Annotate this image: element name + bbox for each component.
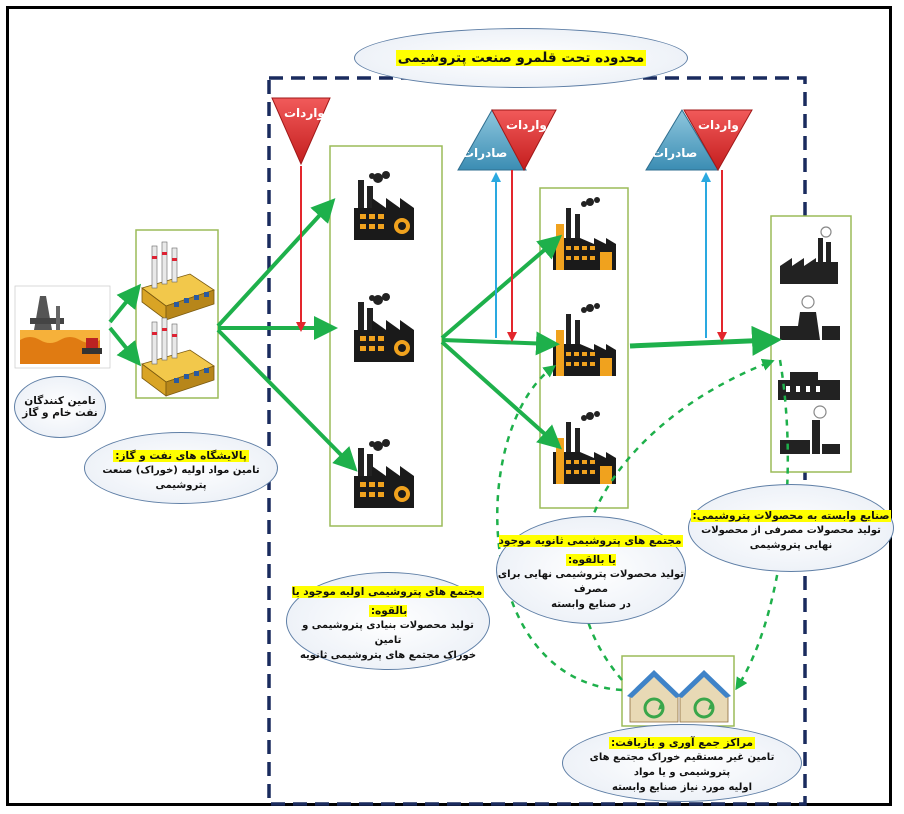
- supplier-line2: نفت خام و گاز: [22, 407, 98, 419]
- export-label-1: صادرات: [462, 146, 508, 160]
- import-arrows: [296, 166, 727, 342]
- industry-icon-2: [780, 295, 840, 340]
- industrial-plant-icon: [550, 300, 620, 378]
- import-label-2: واردات: [506, 118, 547, 132]
- supplier-ellipse: تامین کنندگان نفت خام و گاز: [14, 376, 106, 438]
- flow-arrows: [108, 198, 782, 472]
- dependent-ellipse: صنایع وابسته به محصولات پتروشیمی: تولید …: [688, 484, 894, 572]
- refinery-text: تامین مواد اولیه (خوراک) صنعت پتروشیمی: [102, 464, 260, 491]
- primary-ellipse: مجتمع های پتروشیمی اولیه موجود یا بالقوه…: [286, 572, 490, 670]
- primary-heading: مجتمع های پتروشیمی اولیه موجود یا بالقوه…: [291, 585, 485, 617]
- recycling-line1: تامین غیر مستقیم خوراک مجتمع های پتروشیم…: [589, 752, 775, 778]
- recycling-heading: مراکز جمع آوری و بازیافت:: [609, 737, 755, 749]
- industry-icon-4: [780, 405, 840, 454]
- secondary-ellipse: مجتمع های پتروشیمی ثانویه موجود یا بالقو…: [496, 516, 686, 624]
- secondary-heading: مجتمع های پتروشیمی ثانویه موجود یا بالقو…: [498, 534, 684, 566]
- title-ellipse: محدوده تحت قلمرو صنعت پتروشیمی: [354, 28, 688, 88]
- refinery-heading: پالایشگاه های نفت و گاز:: [113, 449, 249, 462]
- industry-icon-1: [780, 226, 838, 284]
- industry-icon-3: [778, 372, 840, 400]
- export-label-2: صادرات: [652, 146, 698, 160]
- dependent-text: تولید محصولات مصرفی از محصولات نهایی پتر…: [701, 524, 881, 551]
- import-triangle-3: [683, 109, 753, 172]
- factory-icon: [350, 436, 420, 510]
- refinery-ellipse: پالایشگاه های نفت و گاز: تامین مواد اولی…: [84, 432, 278, 504]
- import-label-3: واردات: [698, 118, 739, 132]
- page-title: محدوده تحت قلمرو صنعت پتروشیمی: [395, 50, 647, 66]
- factory-icon: [350, 168, 420, 242]
- dependent-industries-panel: [770, 215, 852, 473]
- factory-icon: [350, 290, 420, 364]
- recycling-ellipse: مراکز جمع آوری و بازیافت: تامین غیر مستق…: [562, 724, 802, 802]
- industrial-plant-icon: [550, 194, 620, 272]
- primary-line1: تولید محصولات بنیادی پتروشیمی و تامین: [302, 619, 474, 646]
- import-triangle-2: [491, 109, 557, 172]
- import-label-1: واردات: [284, 106, 325, 120]
- import-triangle-1: [271, 97, 331, 166]
- export-triangle-2: [645, 109, 719, 171]
- industrial-plant-icon: [550, 408, 620, 486]
- secondary-line2: در صنایع وابسته: [551, 598, 631, 610]
- dependent-heading: صنایع وابسته به محصولات پتروشیمی:: [690, 509, 892, 522]
- supplier-line1: تامین کنندگان: [24, 395, 96, 407]
- oil-rig-icon: [20, 296, 102, 364]
- secondary-line1: تولید محصولات پتروشیمی نهایی برای مصرف: [497, 568, 685, 595]
- recycling-line2: اولیه مورد نیاز صنایع وابسته: [612, 782, 752, 793]
- primary-line2: خوراک مجتمع های پتروشیمی ثانویه: [299, 649, 477, 661]
- export-arrows: [491, 172, 711, 338]
